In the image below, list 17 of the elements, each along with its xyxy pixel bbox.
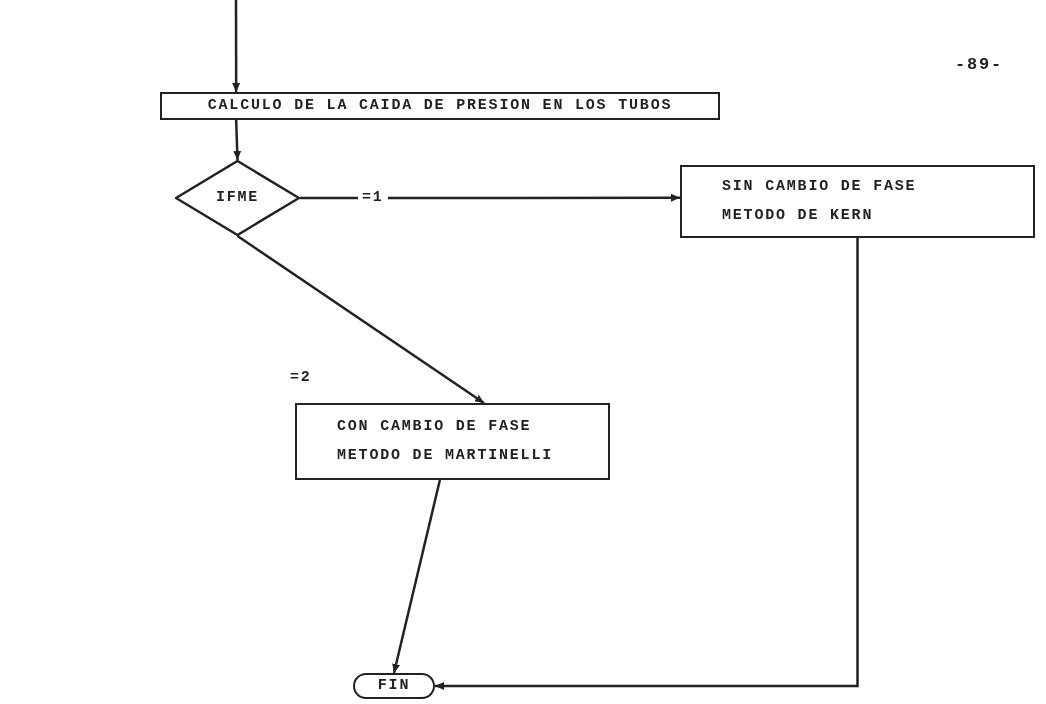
- node-text: FIN: [377, 675, 411, 696]
- decision-diamond: [175, 160, 300, 236]
- node-text: IFME: [215, 187, 260, 208]
- arrow: [435, 238, 859, 690]
- node-text: CALCULO DE LA CAIDA DE PRESION EN LOS TUBOS: [207, 96, 673, 114]
- node-text: CON CAMBIO DE FASE METODO DE MARTINELLI: [337, 418, 554, 464]
- page-number: -89-: [955, 54, 1003, 76]
- terminal-shape: [353, 673, 435, 699]
- arrow: [233, 119, 242, 161]
- process-box: [295, 403, 610, 480]
- arrow: [236, 234, 485, 405]
- node-text: SIN CAMBIO DE FASE METODO DE KERN: [722, 178, 917, 224]
- arrow: [232, 0, 241, 92]
- arrow: [300, 193, 680, 202]
- arrow: [392, 479, 442, 674]
- process-box: [680, 165, 1035, 238]
- process-box: [160, 92, 720, 120]
